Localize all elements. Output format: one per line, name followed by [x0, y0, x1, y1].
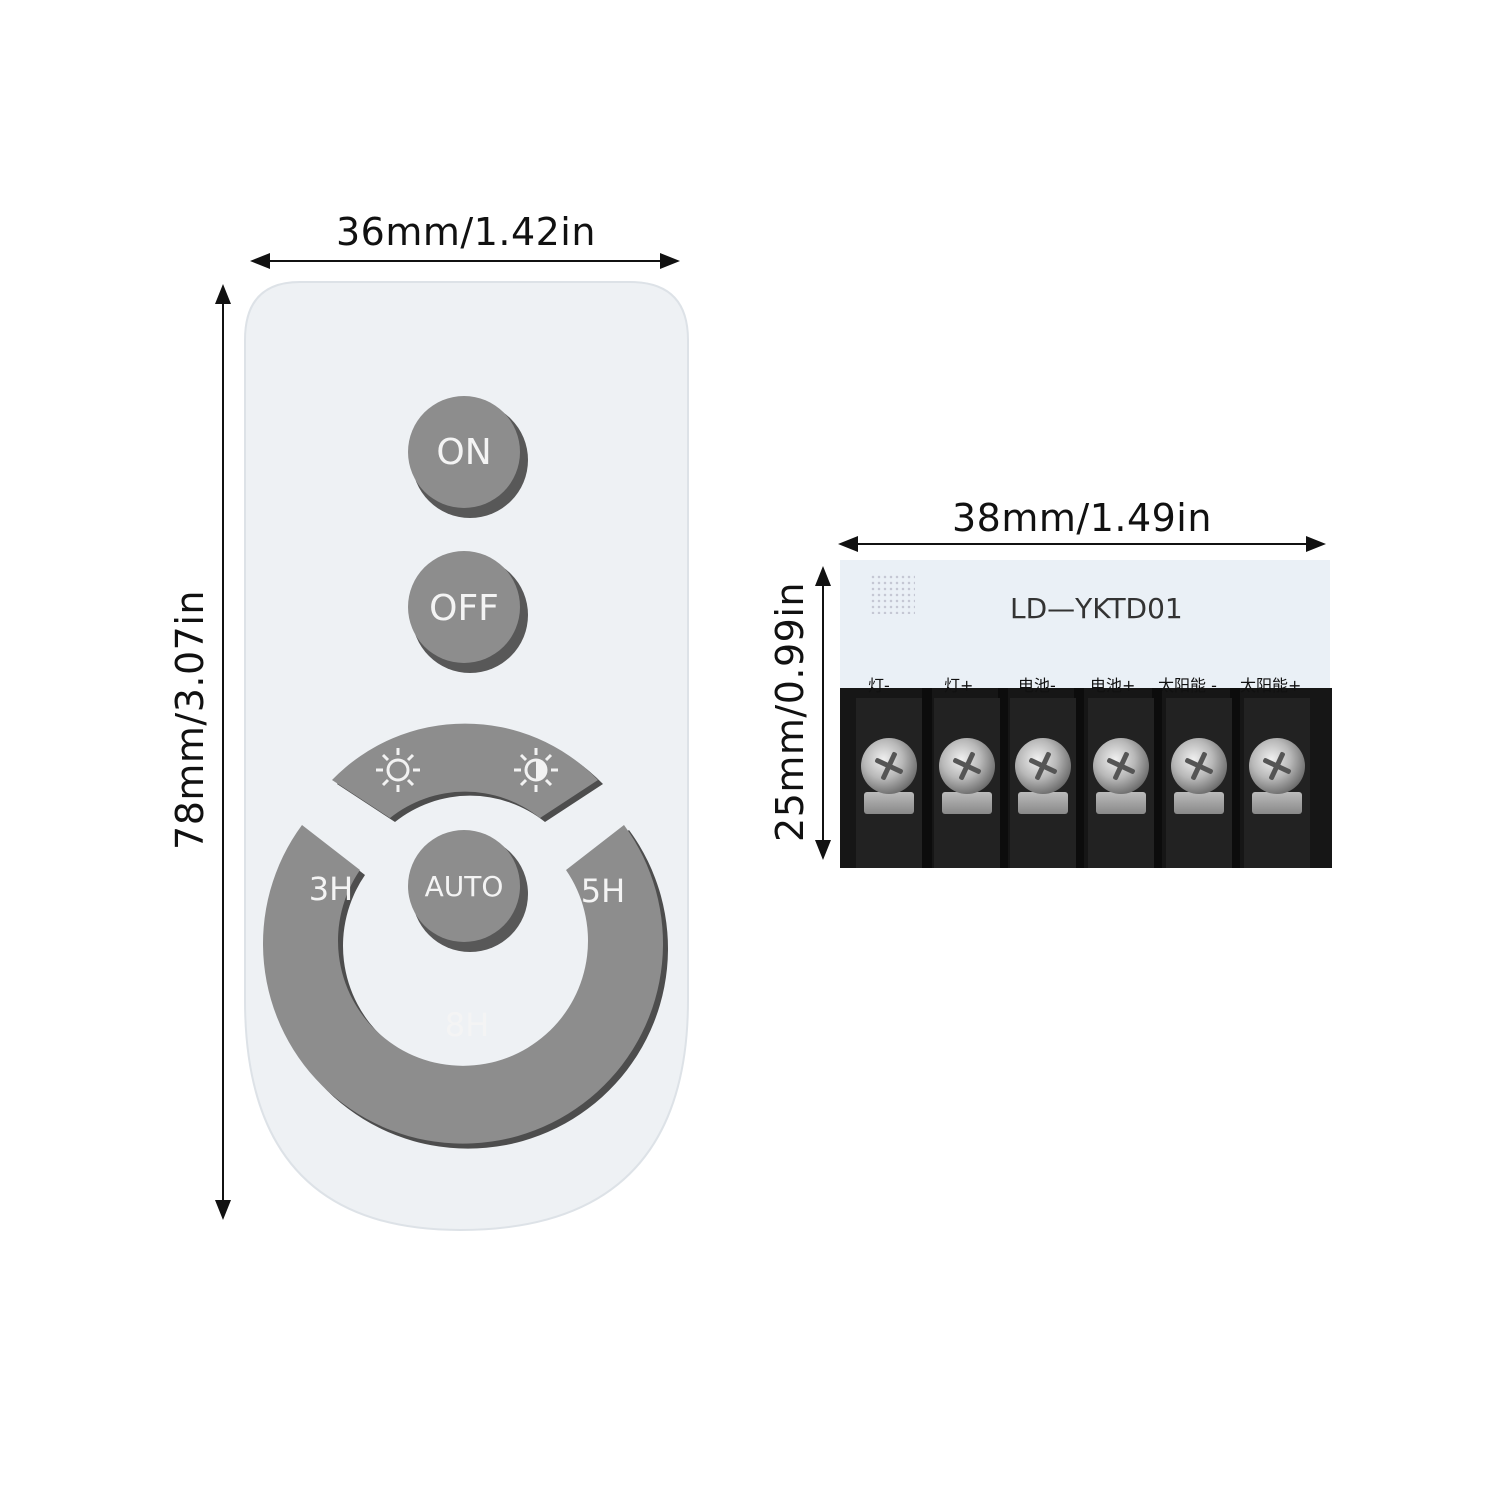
off-button-label[interactable]: OFF: [429, 588, 499, 629]
terminal-label-4: 电池+: [1090, 676, 1136, 695]
auto-button: [408, 830, 520, 942]
terminal-label-6: 太阳能+: [1240, 676, 1302, 695]
terminal-label-1: 灯-: [868, 676, 890, 695]
remote-width-label: 36mm/1.42in: [336, 210, 596, 254]
terminal-screw-5[interactable]: [1171, 738, 1227, 794]
brightness-high-icon: [514, 748, 558, 792]
timer-ring-button: [263, 825, 663, 1144]
terminal-screw-1[interactable]: [861, 738, 917, 794]
module-height-label: 25mm/0.99in: [768, 582, 812, 842]
module-width-arrow: [838, 535, 1326, 553]
timer-5h-button[interactable]: 5H: [580, 872, 626, 910]
terminal-label-2: 灯+: [944, 676, 974, 695]
module-height-arrow: [814, 566, 832, 860]
remote-height-label: 78mm/3.07in: [168, 590, 212, 850]
off-button: [408, 551, 520, 663]
on-button: [408, 396, 520, 508]
model-number: LD—YKTD01: [1010, 592, 1183, 625]
terminal-screw-3[interactable]: [1015, 738, 1071, 794]
remote-height-arrow: [214, 284, 232, 1220]
timer-3h-button[interactable]: 3H: [308, 870, 354, 908]
timer-8h-button[interactable]: 8H: [444, 1006, 490, 1044]
brightness-arc-button: [332, 723, 598, 818]
module-width-label: 38mm/1.49in: [952, 496, 1212, 540]
remote-width-arrow: [250, 252, 680, 270]
on-button-label[interactable]: ON: [436, 432, 492, 473]
terminal-screw-6[interactable]: [1249, 738, 1305, 794]
auto-button-label[interactable]: AUTO: [424, 870, 504, 903]
terminal-screw-4[interactable]: [1093, 738, 1149, 794]
terminal-label-5: 太阳能 -: [1158, 676, 1217, 695]
terminal-screw-2[interactable]: [939, 738, 995, 794]
controller-module: LD—YKTD01 灯- 灯+ 电池- 电池+ 太阳能 - 太阳能+: [840, 560, 1332, 870]
brightness-low-icon: [376, 748, 420, 792]
terminal-label-3: 电池-: [1018, 676, 1056, 695]
pcb-board: LD—YKTD01: [840, 560, 1330, 700]
remote-control: [244, 281, 689, 1232]
